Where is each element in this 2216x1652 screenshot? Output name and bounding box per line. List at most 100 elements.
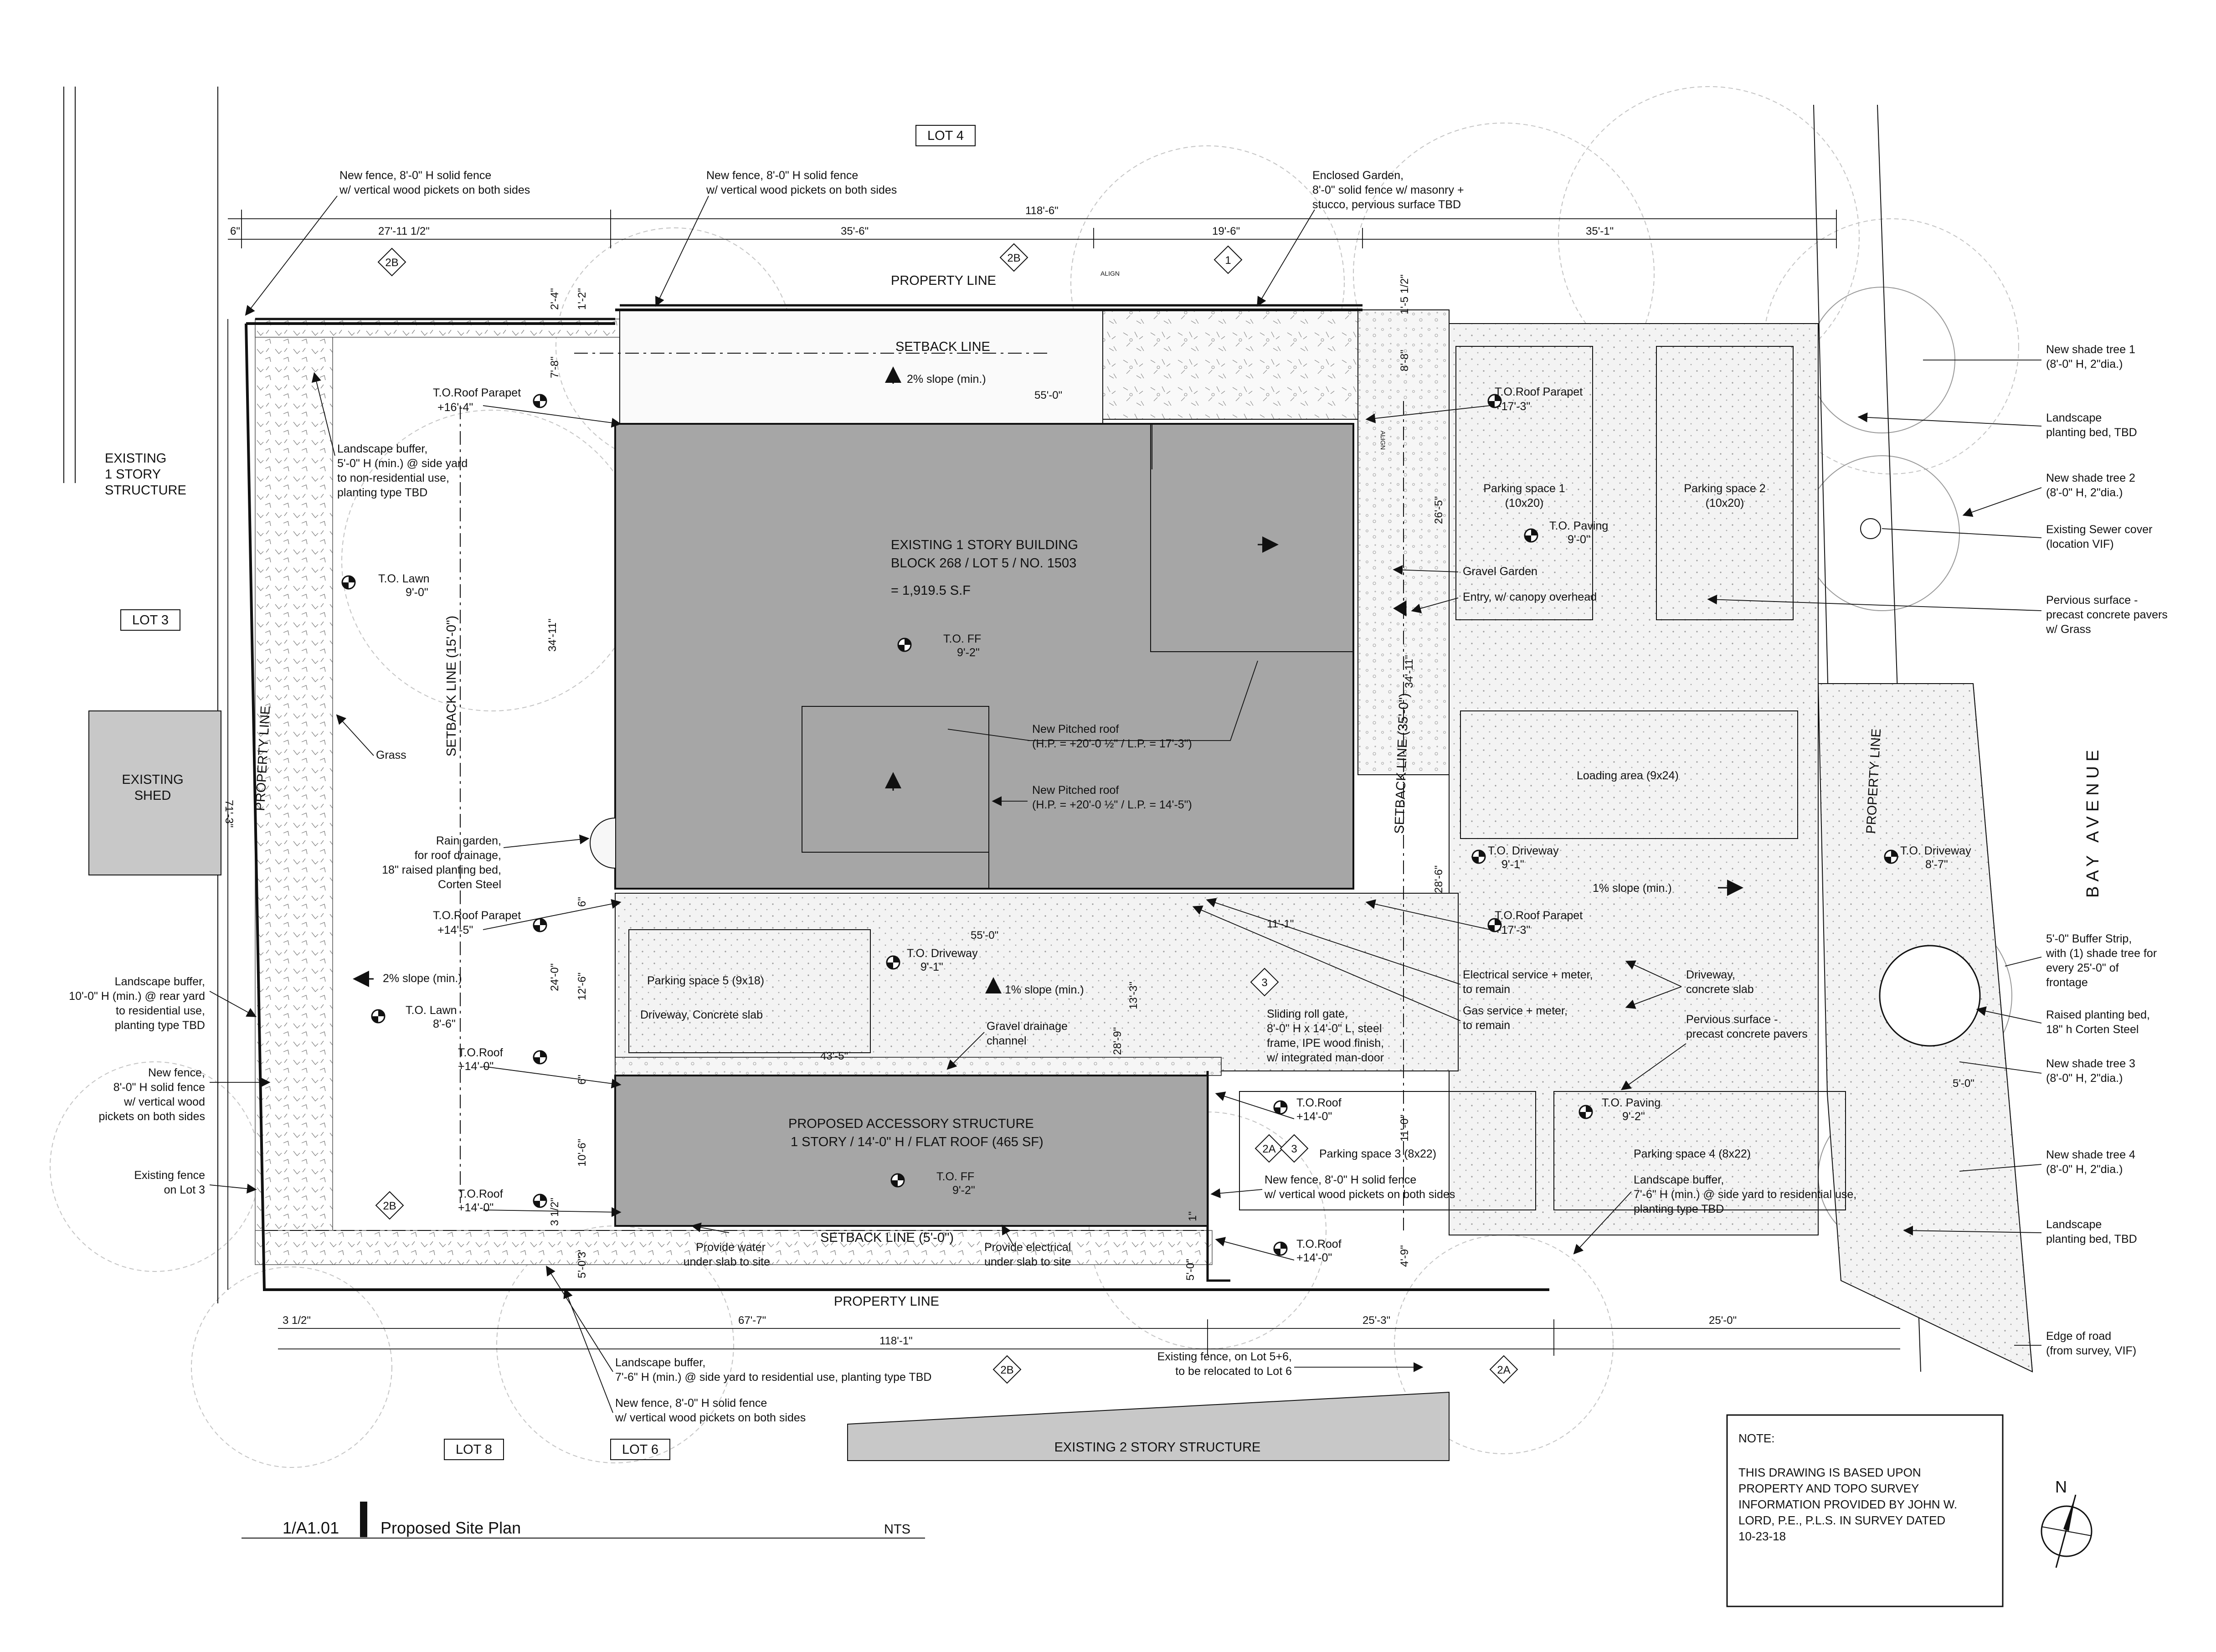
svg-text:Landscape buffer,: Landscape buffer, (337, 443, 427, 455)
svg-text:Corten Steel: Corten Steel (438, 878, 501, 891)
existing-shed-line-1: EXISTING (122, 772, 183, 787)
elev-target-icon (341, 575, 356, 590)
raised-planting-bed (1879, 945, 1981, 1047)
dim-34-11-right: 34'-11" (1403, 655, 1415, 688)
svg-text:NOTE:: NOTE: (1738, 1431, 1774, 1445)
dim-55-mid: 55'-0" (971, 929, 998, 942)
existing-structure-line-3: STRUCTURE (105, 483, 186, 498)
svg-text:(H.P. = +20'-0 ½" / L.P. = 17': (H.P. = +20'-0 ½" / L.P. = 17'-3") (1032, 737, 1192, 750)
flow-arrows (353, 366, 1743, 993)
entry-arrow-icon (1393, 600, 1407, 617)
sewer-cover (1860, 518, 1881, 539)
dim-5-0-c: 5'-0" (1953, 1077, 1974, 1090)
slope-right: 1% slope (min.) (1593, 882, 1672, 895)
elev-driveway-3-value: 8'-7" (1925, 858, 1948, 871)
elev-target-icon (1273, 1100, 1288, 1115)
elev-roof-parapet-ml: T.O.Roof Parapet (433, 909, 521, 922)
tag-3-icon: 3 (1250, 968, 1279, 997)
svg-text:under slab to site: under slab to site (684, 1256, 770, 1268)
elev-lawn-1: T.O. Lawn (378, 572, 430, 585)
svg-text:to remain: to remain (1463, 1019, 1510, 1032)
elev-target-icon (1884, 849, 1898, 864)
tag-3-icon: 3 (1280, 1134, 1309, 1163)
svg-text:Pervious surface -: Pervious surface - (2046, 594, 2138, 607)
svg-text:w/ vertical wood: w/ vertical wood (123, 1096, 205, 1108)
dim-top-total: 118'-6" (1025, 205, 1059, 217)
elev-target-icon (1578, 1105, 1593, 1119)
elev-driveway-2-value: 9'-1" (1501, 858, 1524, 871)
svg-text:(8'-0" H, 2"dia.): (8'-0" H, 2"dia.) (2046, 358, 2123, 371)
dimension-lines (227, 210, 1900, 1356)
parking-space-3 (1239, 1091, 1536, 1210)
svg-text:8'-0" H solid fence: 8'-0" H solid fence (113, 1081, 205, 1094)
elev-target-icon (890, 1173, 905, 1188)
svg-text:w/ vertical wood pickets on bo: w/ vertical wood pickets on both sides (339, 184, 530, 196)
svg-text:Rain garden,: Rain garden, (436, 834, 501, 847)
elev-driveway-2: T.O. Driveway (1488, 844, 1559, 857)
existing-2-story-structure (847, 1391, 1450, 1461)
driveway-slab-label: Driveway, Concrete slab (640, 1009, 763, 1021)
elevation-markers (341, 394, 1898, 1256)
dim-2-4: 2'-4" (549, 288, 561, 310)
parking-space-1 (1455, 346, 1593, 620)
svg-text:2B: 2B (1000, 1364, 1013, 1376)
bottom-landscape-buffer (255, 1230, 1213, 1265)
svg-text:precast concrete pavers: precast concrete pavers (2046, 608, 2168, 621)
lot-8-label: LOT 8 (456, 1442, 492, 1457)
svg-text:Existing fence, on Lot 5+6,: Existing fence, on Lot 5+6, (1157, 1350, 1292, 1363)
dim-11-0: 11'-0" (1398, 1115, 1411, 1142)
parking-spaces (628, 346, 1846, 1210)
gravel-drainage-channel (615, 1057, 1222, 1076)
dim-8-8: 8'-8" (1398, 350, 1411, 371)
top-landscape-buffer (255, 319, 620, 338)
dim-28-9: 28'-9" (1111, 1027, 1124, 1055)
elev-roof-parapet-tr: T.O.Roof Parapet (1495, 386, 1583, 398)
elev-target-icon (371, 1009, 386, 1024)
svg-text:w/ vertical wood pickets on bo: w/ vertical wood pickets on both sides (615, 1411, 806, 1424)
leader-lines (209, 196, 2042, 1413)
svg-text:2B: 2B (383, 1200, 396, 1212)
svg-text:PROPERTY AND TOPO SURVEY: PROPERTY AND TOPO SURVEY (1738, 1482, 1919, 1495)
elev-roof-r2: T.O.Roof (1296, 1238, 1342, 1251)
tag-2a-icon: 2A (1255, 1134, 1284, 1163)
tag-2b-icon: 2B (999, 243, 1028, 272)
svg-text:10-23-18: 10-23-18 (1738, 1529, 1786, 1543)
svg-text:planting type TBD: planting type TBD (115, 1019, 205, 1032)
svg-text:w/ vertical wood pickets on bo: w/ vertical wood pickets on both sides (1264, 1188, 1455, 1201)
bay-avenue-label: BAY AVENUE (2083, 746, 2103, 898)
elev-target-icon (533, 394, 547, 408)
elev-target-icon (1524, 528, 1538, 543)
svg-text:stucco, pervious surface TBD: stucco, pervious surface TBD (1312, 198, 1461, 211)
drawing-title: Proposed Site Plan (380, 1518, 521, 1537)
svg-text:(8'-0" H, 2"dia.): (8'-0" H, 2"dia.) (2046, 1163, 2123, 1176)
tag-2b-icon: 2B (375, 1191, 404, 1220)
svg-text:Existing fence: Existing fence (134, 1169, 205, 1182)
elev-roof-parapet-tl-value: +16'-4" (437, 401, 473, 414)
loading-area-label: Loading area (9x24) (1577, 769, 1679, 782)
align-side: ALIGN (1379, 431, 1387, 450)
elev-paving-2-value: 9'-2" (1622, 1110, 1645, 1123)
elev-paving-1: T.O. Paving (1549, 520, 1608, 532)
elev-target-icon (1487, 394, 1502, 408)
lot-6-label: LOT 6 (622, 1442, 658, 1457)
parking-space-4 (1553, 1091, 1846, 1210)
dim-3: 3' (576, 1250, 588, 1258)
elev-target-icon (1471, 849, 1486, 864)
elev-driveway-3: T.O. Driveway (1900, 844, 1971, 857)
svg-text:3: 3 (1261, 977, 1267, 989)
svg-text:New shade tree 4: New shade tree 4 (2046, 1148, 2135, 1161)
elev-lawn-2-value: 8'-6" (433, 1018, 456, 1030)
dim-55-top: 55'-0" (1034, 389, 1062, 401)
dim-26-5: 26'-5" (1433, 496, 1445, 524)
svg-text:w/ Grass: w/ Grass (2046, 623, 2091, 636)
svg-text:under slab to site: under slab to site (984, 1256, 1071, 1268)
existing-building (614, 423, 1354, 890)
pitched-roof-1 (1150, 423, 1354, 652)
elev-target-icon (1273, 1241, 1288, 1256)
svg-text:INFORMATION PROVIDED BY JOHN W: INFORMATION PROVIDED BY JOHN W. (1738, 1498, 1957, 1511)
svg-text:(8'-0" H, 2"dia.): (8'-0" H, 2"dia.) (2046, 486, 2123, 499)
dim-7-8: 7'-8" (549, 356, 561, 378)
existing-shed-line-2: SHED (134, 788, 171, 803)
building-block: BLOCK 268 / LOT 5 / NO. 1503 (891, 556, 1076, 571)
svg-text:Pervious surface -: Pervious surface - (1686, 1013, 1778, 1026)
